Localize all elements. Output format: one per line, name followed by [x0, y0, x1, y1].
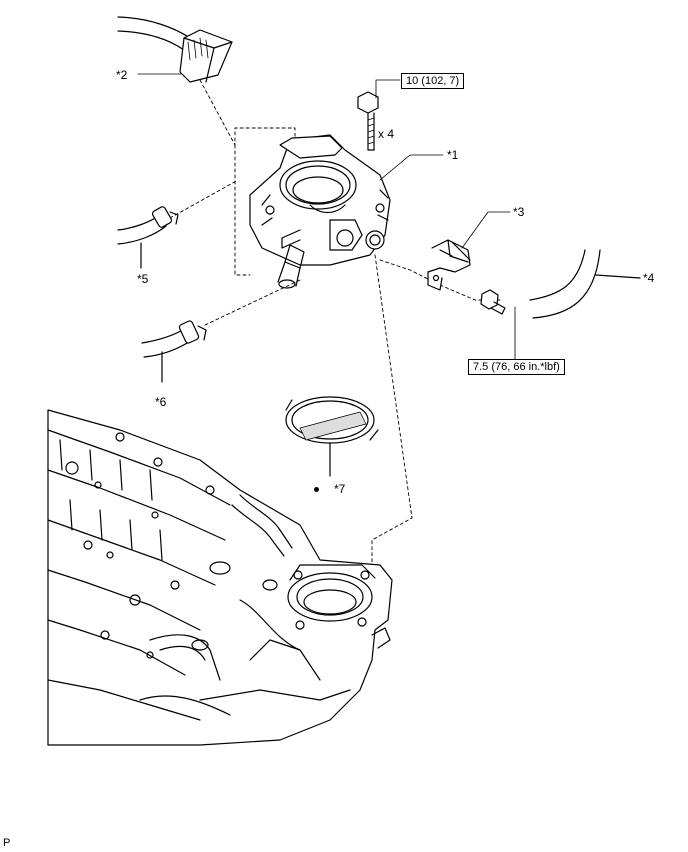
bolt-upper — [357, 91, 379, 151]
callout-label-5: *5 — [137, 272, 149, 286]
callout-label-1: *1 — [447, 148, 459, 162]
hose-part-5 — [117, 206, 179, 269]
corner-mark: P — [3, 837, 11, 849]
non-reusable-part-bullet — [314, 487, 319, 492]
hose-part-4 — [529, 249, 641, 319]
callout-label-4: *4 — [643, 271, 655, 285]
connector-part-2 — [117, 16, 233, 83]
hose-part-6 — [141, 320, 207, 383]
bolt-quantity-label: x 4 — [378, 127, 395, 141]
callout-label-2: *2 — [116, 68, 128, 82]
torque-spec-upper-bolt: 10 (102, 7) — [401, 73, 465, 89]
torque-spec-lower-bolt: 7.5 (76, 66 in.*lbf) — [468, 359, 565, 375]
alignment-lines — [169, 79, 501, 566]
engine-assembly — [47, 409, 393, 746]
callout-label-6: *6 — [155, 395, 167, 409]
callout-label-7: *7 — [334, 482, 346, 496]
bolt-lower — [480, 289, 506, 315]
gasket-part-7 — [285, 396, 379, 477]
callout-label-3: *3 — [513, 205, 525, 219]
throttle-body-part-1 — [249, 134, 391, 289]
bracket-part-3 — [427, 239, 471, 291]
